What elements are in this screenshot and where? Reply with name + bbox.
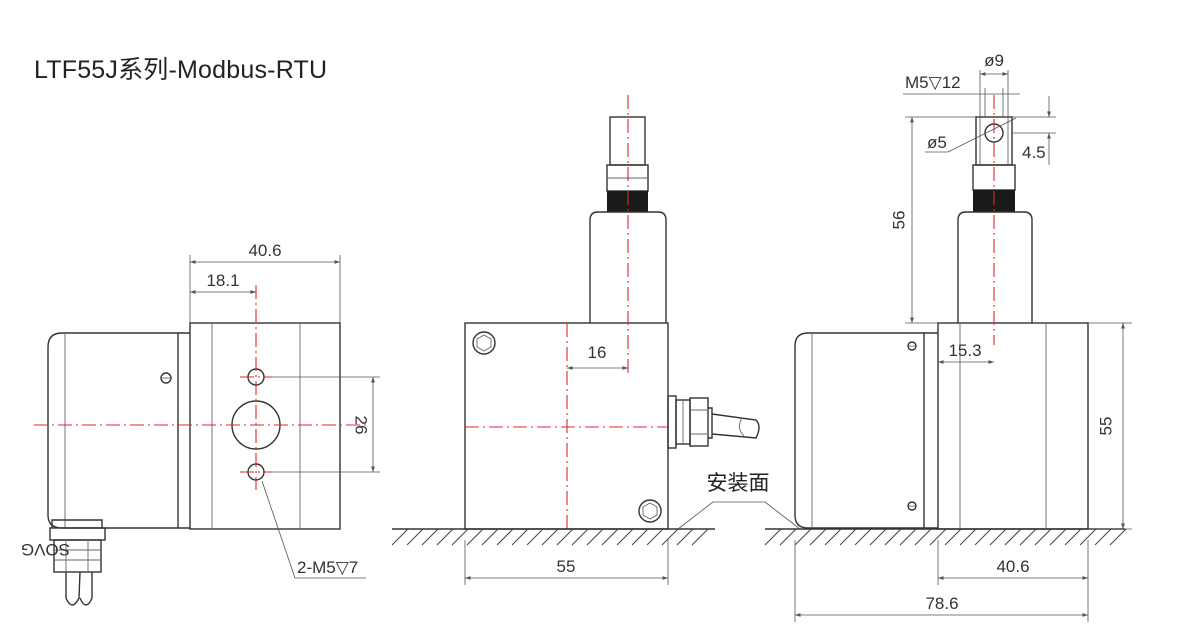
side-view: 16 55	[464, 95, 760, 585]
dim-16: 16	[588, 343, 607, 362]
right-view-rod	[957, 116, 1033, 323]
side-dimensions: 16 55	[464, 343, 669, 585]
front-centerlines	[34, 285, 370, 490]
page-title: LTF55J系列-Modbus-RTU	[34, 56, 328, 84]
side-cable-gland	[667, 395, 760, 449]
dim-26: 26	[352, 416, 371, 435]
dim-55-vertical: 55	[1096, 417, 1115, 436]
dim-hole-pos: 4.5	[1022, 143, 1046, 162]
dim-thread-callout: 2-M5▽7	[297, 558, 358, 577]
dim-15-3: 15.3	[948, 341, 981, 360]
right-view-body	[794, 322, 1089, 530]
mounting-surfaces: 安装面	[391, 471, 1127, 546]
mounting-surface-label: 安装面	[707, 471, 770, 495]
dim-thread-depth: M5▽12	[905, 73, 961, 92]
dim-rod-dia: ø9	[984, 51, 1004, 70]
cable-gland: SOVG	[21, 519, 106, 606]
dim-55-bottom: 55	[557, 557, 576, 576]
right-view: ø9 M5▽12 ø5 4.5 56 15.3	[794, 51, 1132, 622]
dim-78-6: 78.6	[925, 594, 958, 613]
dim-40-6-top: 40.6	[248, 241, 281, 260]
dim-rod-height: 56	[889, 211, 908, 230]
dim-40-6-bottom: 40.6	[996, 557, 1029, 576]
front-view-body	[47, 322, 341, 530]
cable-marking: SOVG	[21, 540, 70, 559]
dim-18-1: 18.1	[206, 271, 239, 290]
dim-hole-dia: ø5	[927, 133, 947, 152]
front-dimensions: 40.6 18.1 26 2-M5▽7	[189, 241, 380, 579]
right-dimensions: ø9 M5▽12 ø5 4.5 56 15.3	[794, 51, 1132, 622]
side-centerlines	[465, 95, 668, 530]
front-view: SOVG 40.6 18.1 26 2-M5▽7	[21, 241, 380, 606]
